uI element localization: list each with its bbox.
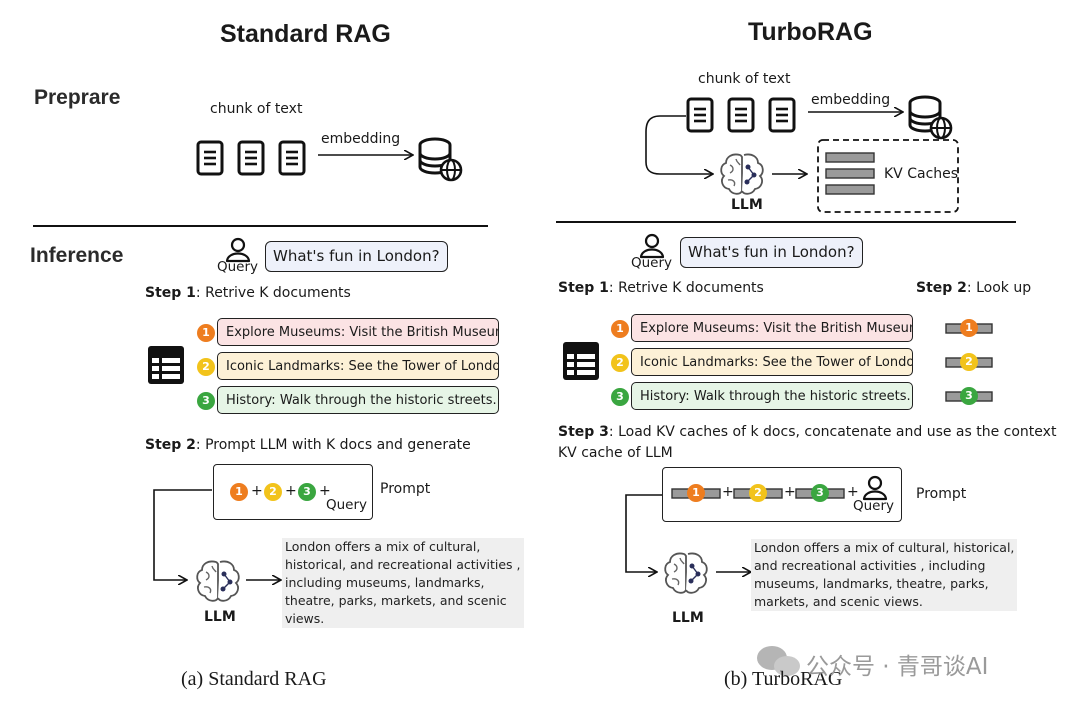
step3-right-line2: KV cache of LLM — [558, 445, 673, 461]
num-badge-3-right: 3 — [611, 388, 629, 406]
prompt-num-1-right: 1 — [687, 484, 705, 502]
query-label-prompt-right: Query — [853, 498, 895, 514]
llm-brain-icon-left — [196, 560, 240, 602]
user-icon-prompt-right — [862, 475, 888, 501]
caption-left: (a) Standard RAG — [181, 668, 327, 690]
num-badge-3-left: 3 — [197, 392, 215, 410]
step1-left: Step 1: Retrive K documents — [145, 285, 351, 301]
prompt-num-3-left: 3 — [298, 483, 316, 501]
doc-2-right: Iconic Landmarks: See the Tower of Londo… — [631, 348, 913, 376]
vector-db-icon-right — [908, 95, 953, 140]
title-turborag: TurboRAG — [748, 18, 873, 46]
num-badge-2-right: 2 — [611, 354, 629, 372]
query-label-right: Query — [631, 255, 673, 271]
kv-caches-box — [817, 139, 959, 213]
llm-label-left: LLM — [204, 609, 236, 625]
prompt-label-right: Prompt — [916, 486, 967, 502]
doc-3-left: History: Walk through the historic stree… — [217, 386, 499, 414]
step2-right: Step 2: Look up — [916, 280, 1032, 296]
kv-branch-arrow — [645, 115, 712, 174]
num-badge-1-left: 1 — [197, 324, 215, 342]
plus-left-3: + — [319, 483, 331, 499]
plus-right-2: + — [784, 484, 796, 500]
title-standard-rag: Standard RAG — [220, 20, 391, 48]
llm-label-kv: LLM — [731, 197, 763, 213]
plus-left-2: + — [285, 483, 297, 499]
doc-icons-right — [686, 97, 796, 133]
step2-left: Step 2: Prompt LLM with K docs and gener… — [145, 437, 471, 453]
step3-right: Step 3: Load KV caches of k docs, concat… — [558, 424, 1057, 440]
lookup-num-2: 2 — [960, 353, 978, 371]
caption-right: (b) TurboRAG — [724, 668, 843, 690]
prompt-num-2-left: 2 — [264, 483, 282, 501]
llm-brain-icon-right — [664, 552, 708, 594]
inference-label: Inference — [30, 244, 124, 267]
loop-arrow-left — [153, 489, 212, 580]
kv-cache-bars — [825, 152, 875, 195]
plus-right-1: + — [722, 484, 734, 500]
prepare-label: Preprare — [34, 86, 121, 109]
chunk-label-right: chunk of text — [698, 71, 791, 87]
watermark-text: 公众号 · 青哥谈AI — [806, 654, 989, 680]
user-icon-right — [639, 233, 665, 259]
prompt-label-left: Prompt — [380, 481, 431, 497]
lookup-num-3: 3 — [960, 387, 978, 405]
lookup-num-1: 1 — [960, 319, 978, 337]
user-icon-left — [225, 237, 251, 263]
loop-arrow-right — [625, 494, 662, 572]
response-text-right: London offers a mix of cultural, histori… — [751, 539, 1018, 611]
chunk-label-left: chunk of text — [210, 101, 303, 117]
prompt-num-3-right: 3 — [811, 484, 829, 502]
llm-brain-icon-kv — [720, 153, 764, 195]
doc-2-left: Iconic Landmarks: See the Tower of Londo… — [217, 352, 499, 380]
query-label-prompt-left: Query — [326, 497, 368, 513]
embedding-label-right: embedding — [811, 92, 891, 108]
vector-db-icon-left — [418, 137, 463, 182]
doc-1-right: Explore Museums: Visit the British Museu… — [631, 314, 913, 342]
step1-right: Step 1: Retrive K documents — [558, 280, 764, 296]
doc-icons-left — [196, 140, 306, 176]
prompt-num-2-right: 2 — [749, 484, 767, 502]
query-label-left: Query — [217, 259, 259, 275]
wechat-icon — [757, 646, 800, 676]
num-badge-1-right: 1 — [611, 320, 629, 338]
query-box-left: What's fun in London? — [265, 241, 448, 272]
doc-3-right: History: Walk through the historic stree… — [631, 382, 913, 410]
query-box-right: What's fun in London? — [680, 237, 863, 268]
kv-caches-label: KV Caches — [884, 166, 959, 182]
response-text-left: London offers a mix of cultural, histori… — [282, 538, 524, 628]
llm-label-right: LLM — [672, 610, 704, 626]
plus-left-1: + — [251, 483, 263, 499]
doc-1-left: Explore Museums: Visit the British Museu… — [217, 318, 499, 346]
table-icon-right — [563, 342, 599, 380]
table-icon-left — [148, 346, 184, 384]
plus-right-3: + — [847, 484, 859, 500]
embedding-label-left: embedding — [321, 131, 401, 147]
prompt-num-1-left: 1 — [230, 483, 248, 501]
num-badge-2-left: 2 — [197, 358, 215, 376]
